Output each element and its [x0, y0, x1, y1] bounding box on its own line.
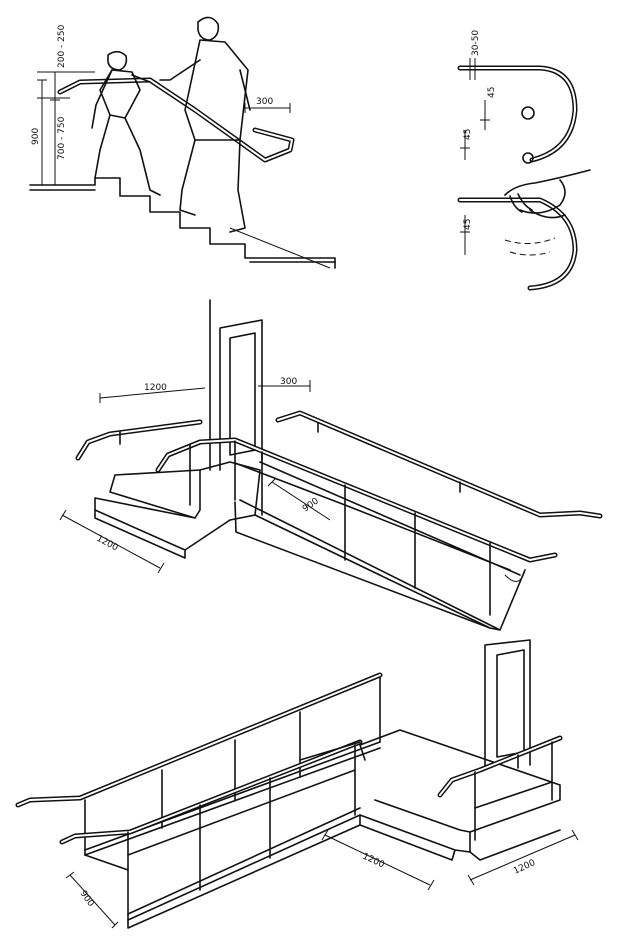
ramp-landing-panel: [15, 639, 579, 929]
ramp-top-handrail: [15, 672, 383, 808]
ramp-edge: [234, 501, 491, 629]
step-front-lower: [94, 509, 186, 559]
label-45-c: 45: [463, 219, 473, 230]
ramp-top-lower-rail: [84, 741, 381, 856]
dim-45-mid: [460, 130, 470, 160]
landing-bottom: [359, 729, 561, 861]
ramp-inner-handrail-upper: [299, 741, 361, 761]
landing-ramp-panel: [59, 299, 603, 631]
ramp-surface: [239, 499, 526, 631]
dashed-curve-lower-2: [509, 251, 551, 256]
dim-guide-lines: [37, 71, 95, 99]
stair-underside: [29, 189, 336, 263]
dim-45-lower: [460, 215, 470, 255]
gripping-hand: [504, 169, 591, 219]
label-45-b: 45: [463, 129, 473, 140]
ramp-inner-handrail: [59, 739, 363, 845]
ramp-top-posts: [84, 677, 381, 856]
dim-line-300: [244, 103, 291, 113]
ramp-posts: [189, 440, 491, 616]
child-figure: [91, 50, 161, 196]
label-900-stair: 900: [31, 128, 41, 145]
label-1200-top: 1200: [144, 383, 167, 393]
steps: [94, 469, 231, 551]
dim-line-1200-top: [99, 387, 206, 403]
dim-line-300-mid: [258, 380, 311, 392]
ramp-surface-bottom: [84, 824, 361, 929]
ramp-shade: [504, 569, 526, 582]
dim-line-1200-mid: [321, 829, 435, 891]
dashed-curve-lower: [504, 237, 556, 244]
dim-45-upper: [480, 100, 490, 130]
step-bottom: [359, 799, 471, 861]
ramp-guard-handrail: [155, 437, 558, 563]
handrail-section-panel: [457, 58, 591, 291]
dim-line-1200-right: [467, 829, 579, 886]
stair-slope-line: [229, 227, 331, 269]
dim-line-200-250: [50, 71, 60, 101]
door-leaf-bottom: [496, 649, 525, 758]
rail-cross-section-upper: [521, 106, 535, 120]
door-frame: [219, 319, 263, 471]
dim-line-900-ramp: [267, 477, 331, 521]
stair-handrail-panel: [29, 16, 336, 269]
dim-line-1200-left: [59, 509, 165, 574]
adult-figure: [159, 16, 251, 233]
ramp-inner-mid-rail: [127, 769, 356, 856]
ramp-inner-posts: [127, 744, 356, 921]
stair-profile: [29, 177, 336, 269]
door-leaf: [229, 332, 256, 456]
landing-slab: [199, 461, 261, 521]
stair-handrail-highlight: [59, 79, 293, 161]
label-200-250: 200 - 250: [57, 24, 67, 68]
dim-30-50-upper: [469, 58, 476, 80]
label-300-stair: 300: [256, 97, 273, 107]
rail-end-cap-upper: [522, 152, 534, 164]
label-700-750: 700 - 750: [57, 116, 67, 160]
ramp-inner-lower-rail: [127, 807, 361, 921]
landing-handrail: [437, 735, 563, 798]
label-1200-mid-bottom: 1200: [361, 852, 386, 871]
handrail-end-curve-lower: [457, 197, 578, 291]
label-30-50: 30-50: [471, 30, 481, 56]
stair-handrail: [57, 77, 295, 163]
label-300-mid: 300: [280, 377, 297, 387]
door-frame-bottom: [484, 639, 531, 771]
right-wall-handrail: [275, 410, 603, 519]
label-1200-left: 1200: [95, 534, 120, 554]
label-900-bottom: 900: [78, 889, 96, 909]
dim-line-900-bottom: [65, 871, 119, 929]
label-45-a: 45: [487, 87, 497, 98]
